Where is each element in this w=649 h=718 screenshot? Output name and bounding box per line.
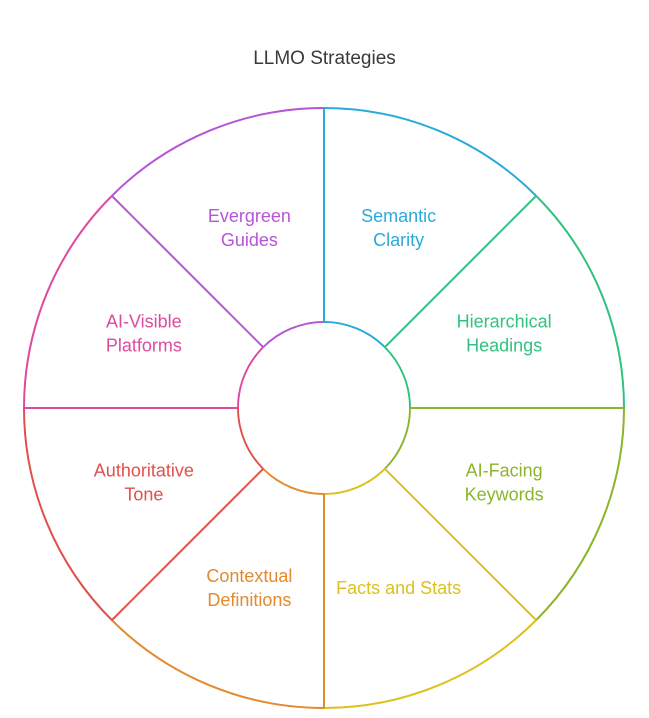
center-hub bbox=[239, 323, 409, 493]
segment-label-line: Evergreen bbox=[208, 206, 291, 226]
hub-arc-ai-visible-platforms bbox=[237, 346, 264, 409]
spoke-evergreen-guides bbox=[111, 195, 264, 348]
segment-label-line: Guides bbox=[221, 230, 278, 250]
hub-arc-evergreen-guides bbox=[262, 321, 325, 348]
segment-label-line: Tone bbox=[124, 485, 163, 505]
spoke-facts-and-stats bbox=[384, 468, 537, 621]
segment-label-line: Platforms bbox=[106, 335, 182, 355]
hub-arc-semantic-clarity bbox=[323, 321, 386, 348]
spoke-hierarchical-headings bbox=[384, 195, 537, 348]
segment-arc-facts-and-stats bbox=[323, 619, 537, 709]
segment-label-line: AI-Visible bbox=[106, 311, 182, 331]
segment-arc-ai-visible-platforms bbox=[23, 195, 113, 409]
segment-label-line: Semantic bbox=[361, 206, 436, 226]
segment-label-line: Clarity bbox=[373, 230, 424, 250]
hub-arc-authoritative-tone bbox=[237, 407, 264, 470]
segment-arc-contextual-definitions bbox=[111, 619, 325, 709]
hub-arc-facts-and-stats bbox=[323, 468, 386, 495]
hub-arc-contextual-definitions bbox=[262, 468, 325, 495]
segment-label-line: AI-Facing bbox=[466, 461, 543, 481]
segment-arc-semantic-clarity bbox=[323, 107, 537, 197]
segment-label-line: Hierarchical bbox=[457, 311, 552, 331]
segment-label-line: Keywords bbox=[465, 485, 544, 505]
diagram-title: LLMO Strategies bbox=[253, 48, 396, 69]
segment-arc-ai-facing-keywords bbox=[535, 407, 625, 621]
hub-arc-ai-facing-keywords bbox=[384, 407, 411, 470]
segment-label-line: Definitions bbox=[207, 590, 291, 610]
hub-arc-hierarchical-headings bbox=[384, 346, 411, 409]
segment-label-line: Headings bbox=[466, 335, 542, 355]
segment-label-line: Authoritative bbox=[94, 461, 194, 481]
segment-arc-hierarchical-headings bbox=[535, 195, 625, 409]
spoke-authoritative-tone bbox=[111, 468, 264, 621]
segment-label-line: Facts and Stats bbox=[336, 578, 461, 598]
segment-arc-authoritative-tone bbox=[23, 407, 113, 621]
segment-arc-evergreen-guides bbox=[111, 107, 325, 197]
segment-label-facts-and-stats: Facts and Stats bbox=[336, 578, 461, 598]
segment-label-line: Contextual bbox=[206, 566, 292, 586]
